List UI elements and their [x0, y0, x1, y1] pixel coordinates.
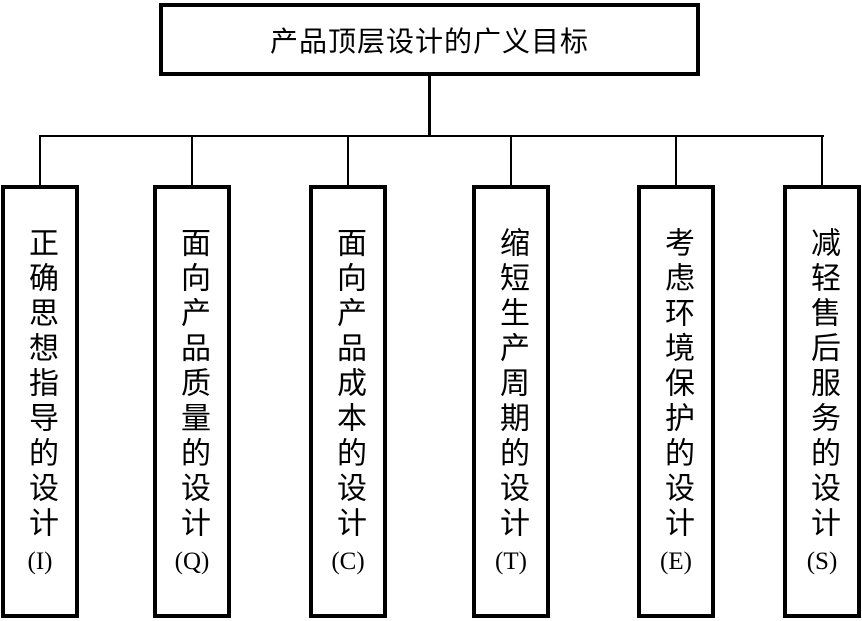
goal-box-production-cycle: 缩短生产周期的设计 (T)	[472, 185, 550, 618]
goal-code: (T)	[495, 548, 527, 575]
root-node-box: 产品顶层设计的广义目标	[159, 3, 700, 76]
goal-box-correct-thinking: 正确思想指导的设计 (I)	[1, 185, 79, 618]
connector-drop-5	[675, 135, 677, 186]
goal-box-quality: 面向产品质量的设计 (Q)	[153, 185, 231, 618]
connector-drop-2	[191, 135, 193, 186]
goal-code: (E)	[660, 548, 692, 575]
goal-label: 面向产品成本的设计	[332, 227, 365, 542]
connector-drop-3	[347, 135, 349, 186]
goal-box-environment: 考虑环境保护的设计 (E)	[637, 185, 715, 618]
goal-label: 面向产品质量的设计	[176, 227, 209, 542]
goal-label: 考虑环境保护的设计	[660, 227, 693, 542]
goal-code: (S)	[806, 548, 838, 575]
connector-drop-1	[39, 135, 41, 186]
connector-drop-6	[821, 135, 823, 186]
goal-code: (Q)	[174, 548, 210, 575]
connector-drop-4	[510, 135, 512, 186]
root-node-label: 产品顶层设计的广义目标	[269, 26, 589, 58]
connector-horizontal-bar	[39, 135, 824, 137]
goal-code: (C)	[331, 548, 365, 575]
goal-label: 正确思想指导的设计	[24, 227, 57, 542]
goal-label: 缩短生产周期的设计	[495, 227, 528, 542]
goal-box-after-sales: 减轻售后服务的设计 (S)	[783, 185, 861, 618]
goal-box-cost: 面向产品成本的设计 (C)	[309, 185, 387, 618]
goal-code: (I)	[27, 548, 53, 575]
connector-root-stem	[428, 76, 431, 136]
goal-label: 减轻售后服务的设计	[806, 227, 839, 542]
